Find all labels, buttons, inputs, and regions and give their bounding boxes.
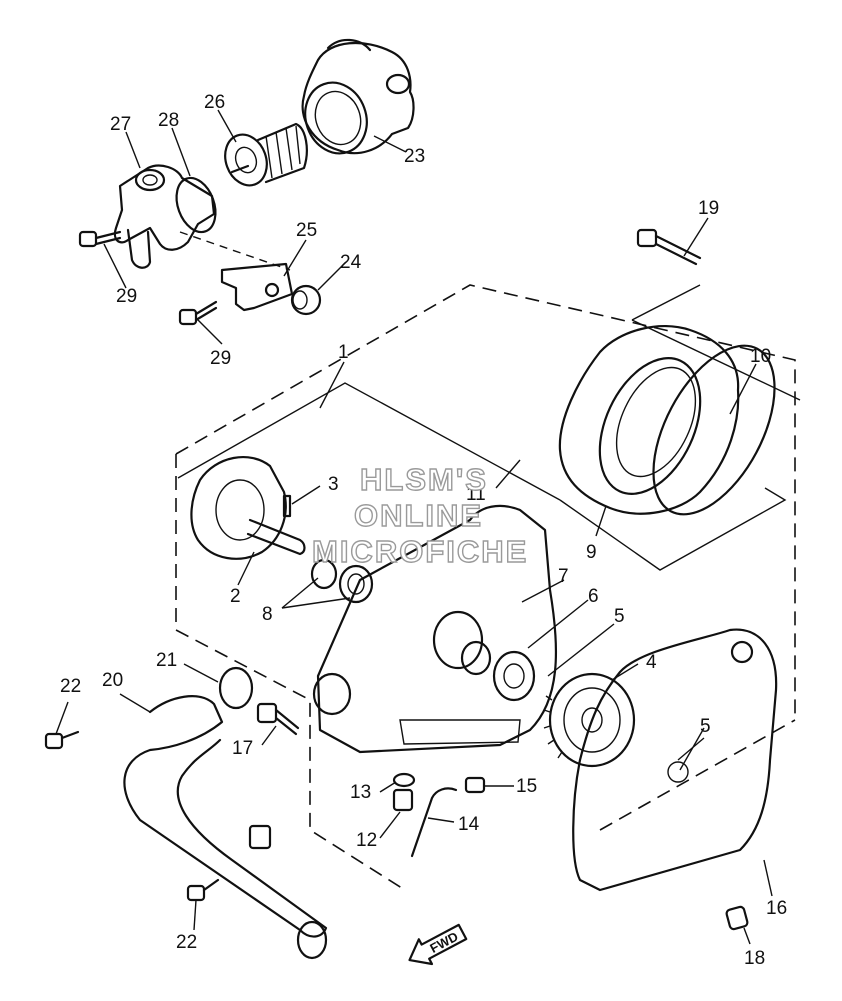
- callout-19: 19: [698, 198, 719, 219]
- bolts-29: [78, 230, 218, 326]
- callout-22a: 22: [60, 676, 81, 697]
- bolts-22: [44, 730, 220, 902]
- callout-24: 24: [340, 252, 362, 273]
- callout-25: 25: [296, 220, 317, 241]
- callout-20: 20: [102, 670, 123, 691]
- drive-gear: [543, 672, 636, 768]
- callout-7: 7: [558, 566, 569, 587]
- callout-3: 3: [328, 474, 339, 495]
- callout-15: 15: [516, 776, 537, 797]
- watermark-line-2: ONLINE: [354, 498, 483, 533]
- impeller-shaft: [190, 456, 306, 560]
- callout-23: 23: [404, 146, 425, 167]
- bracket-and-grommet: [179, 231, 322, 316]
- callout-16: 16: [766, 898, 787, 919]
- watermark-line-1: HLSM'S: [360, 462, 488, 497]
- watermark-line-3: MICROFICHE: [312, 534, 528, 569]
- assembly-boundary-dashed: [175, 284, 796, 891]
- callout-5a: 5: [614, 606, 625, 627]
- callout-28: 28: [158, 110, 179, 131]
- callout-11: 11: [466, 484, 486, 505]
- callout-labels: 1 2 3 4 5 5 6 7 8 9 10 11 12 13 14 15 16…: [60, 92, 787, 969]
- callout-8: 8: [262, 604, 273, 625]
- seals-8: [310, 558, 374, 604]
- callout-29a: 29: [116, 286, 137, 307]
- gasket: [572, 628, 778, 892]
- bolt-19: [636, 228, 702, 266]
- thermostat-housing-cover: [301, 38, 415, 155]
- callout-10: 10: [750, 346, 771, 367]
- bolt-17: [256, 702, 300, 736]
- callout-29b: 29: [210, 348, 231, 369]
- callout-18: 18: [744, 948, 765, 969]
- callout-21: 21: [156, 650, 177, 671]
- callout-14: 14: [458, 814, 480, 835]
- water-pump-cover: [558, 325, 776, 516]
- callout-6: 6: [588, 586, 599, 607]
- watermark: HLSM'S ONLINE MICROFICHE: [311, 461, 528, 569]
- inner-assembly-outline: [177, 284, 801, 571]
- callout-9: 9: [586, 542, 597, 563]
- coolant-pipe: [123, 666, 328, 960]
- drain-fittings: [392, 772, 749, 931]
- leader-lines: [55, 109, 773, 945]
- water-pump-housing: [312, 504, 558, 754]
- callout-1: 1: [338, 342, 349, 363]
- callout-2: 2: [230, 586, 241, 607]
- thermostat-outlet-cover: [113, 164, 217, 269]
- callout-22b: 22: [176, 932, 197, 953]
- callout-4: 4: [646, 652, 657, 673]
- callout-27: 27: [110, 114, 131, 135]
- thermostat: [224, 122, 308, 187]
- callout-5b: 5: [700, 716, 711, 737]
- callout-17: 17: [232, 738, 253, 759]
- forward-direction-arrow: FWD: [408, 923, 468, 966]
- callout-12: 12: [356, 830, 377, 851]
- callout-13: 13: [350, 782, 371, 803]
- callout-26: 26: [204, 92, 225, 113]
